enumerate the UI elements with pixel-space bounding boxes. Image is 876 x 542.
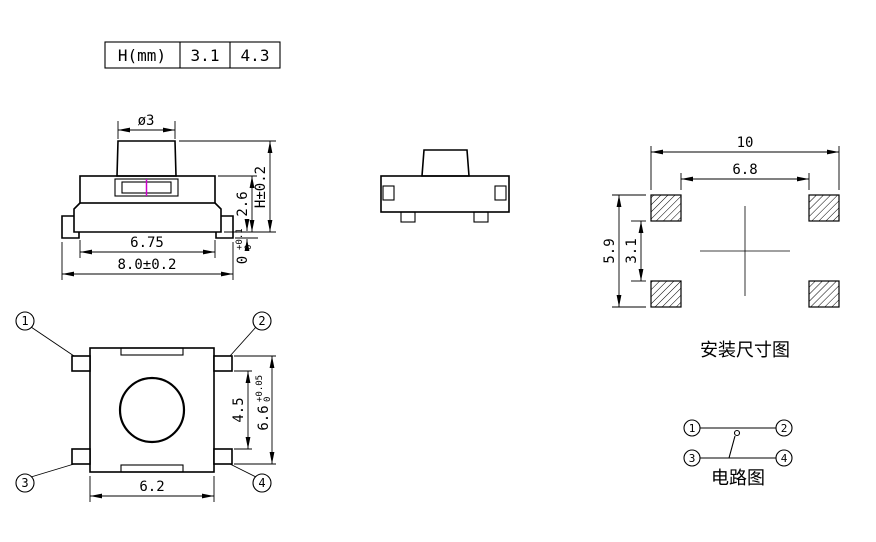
- dim-label-group: 0 +0.1 0: [235, 228, 254, 264]
- front-button: [116, 140, 177, 177]
- dim-label: 6.75: [130, 235, 164, 251]
- solder-pad: [650, 194, 682, 222]
- top-pin: [71, 355, 91, 372]
- leader-line: [30, 326, 75, 357]
- dim-label: 6.6: [256, 405, 272, 430]
- callout-circle: [252, 473, 272, 493]
- switch-arm: [728, 435, 736, 459]
- top-tab-lower: [120, 464, 184, 473]
- dim-tolerance-upper: +0.1: [235, 228, 245, 250]
- pin-number: 4: [258, 476, 265, 490]
- side-foot-right: [473, 211, 489, 223]
- dim-body-width: 6.75: [79, 235, 216, 258]
- callout-circle: [15, 473, 35, 493]
- pin-number: 1: [21, 314, 28, 328]
- solder-pad: [650, 280, 682, 308]
- table-header-cell: H(mm): [118, 46, 166, 65]
- top-pin: [71, 448, 91, 465]
- pin-4-callout: 4: [252, 473, 272, 493]
- front-terminal-left: [61, 215, 80, 239]
- table-value-cell: 4.3: [241, 46, 270, 65]
- pin-2-callout: 2: [252, 311, 272, 331]
- solder-pad: [808, 280, 840, 308]
- dim-label: 6.8: [732, 162, 757, 178]
- dim-label: 0: [235, 256, 251, 264]
- dim-body-width-bottom: 6.2: [89, 476, 215, 502]
- side-view: [380, 149, 510, 223]
- dim-total-height: H±0.2: [179, 140, 276, 232]
- front-body: [79, 175, 216, 204]
- pin-number: 3: [689, 452, 696, 465]
- table-value-cell: 3.1: [191, 46, 220, 65]
- dim-pin-pitch: 4.5: [231, 370, 252, 450]
- pin-number: 1: [689, 422, 696, 435]
- side-clip-left: [382, 185, 395, 201]
- dim-button-diameter: ø3: [117, 113, 176, 139]
- pin-3-callout: 3: [15, 473, 35, 493]
- table-border: [104, 41, 281, 69]
- side-body: [380, 175, 510, 213]
- dim-pad-height-inner: 3.1: [624, 220, 646, 282]
- top-view: 1 2 3 4 4.5 6.6 +0.05: [15, 311, 276, 502]
- height-table: H(mm) 3.1 4.3: [104, 41, 281, 69]
- dim-tolerance-lower: 0: [244, 245, 254, 250]
- mounting-view: 10 6.8 5.9 3.1 安装尺寸图: [602, 135, 840, 361]
- circuit-pin-3: 3: [683, 449, 701, 467]
- callout-circle: [775, 419, 793, 437]
- circuit-diagram: 1 2 3 4 电路图: [683, 419, 793, 489]
- dim-label: 3.1: [624, 238, 640, 263]
- leader-line: [30, 463, 75, 478]
- callout-circle: [683, 449, 701, 467]
- pin-1-callout: 1: [15, 311, 35, 331]
- callout-circle: [15, 311, 35, 331]
- dim-label: 5.9: [602, 238, 618, 263]
- leader-line: [229, 326, 257, 357]
- dim-total-width: 8.0±0.2: [61, 242, 234, 280]
- mounting-view-caption: 安装尺寸图: [700, 340, 790, 361]
- dim-label-group: 6.6 +0.05 0: [255, 375, 273, 431]
- dim-label: H±0.2: [253, 166, 269, 208]
- side-foot-left: [400, 211, 416, 223]
- solder-pad: [808, 194, 840, 222]
- callout-circle: [683, 419, 701, 437]
- side-button: [421, 149, 470, 177]
- top-pin: [213, 448, 233, 465]
- top-tab-upper: [120, 347, 184, 356]
- dim-label: 8.0±0.2: [117, 257, 176, 273]
- top-body: [89, 347, 215, 473]
- circuit-pin-4: 4: [775, 449, 793, 467]
- pin-number: 2: [781, 422, 788, 435]
- top-button-circle: [118, 376, 186, 444]
- top-pin: [213, 355, 233, 372]
- dim-pad-span-inner: 6.8: [680, 162, 810, 190]
- dim-label: 4.5: [231, 397, 247, 422]
- switch-contact: [733, 429, 741, 437]
- dim-label: 10: [737, 135, 754, 151]
- dim-label: 2.6: [235, 191, 251, 216]
- dim-pad-height-outer: 5.9: [602, 194, 646, 308]
- pin-number: 3: [21, 476, 28, 490]
- front-terminal-right: [215, 215, 234, 239]
- pin-number: 4: [781, 452, 788, 465]
- dim-pad-span-outer: 10: [650, 135, 840, 190]
- dim-label: ø3: [138, 113, 155, 129]
- circuit-pin-1: 1: [683, 419, 701, 437]
- leader-line: [229, 463, 257, 478]
- dim-label: 6.2: [139, 479, 164, 495]
- callout-circle: [775, 449, 793, 467]
- front-base: [73, 202, 222, 233]
- dim-body-size: 6.6 +0.05 0: [234, 355, 276, 465]
- dim-tolerance-lower: 0: [263, 397, 273, 402]
- circuit-pin-2: 2: [775, 419, 793, 437]
- dim-standoff: 0 +0.1 0: [235, 219, 258, 264]
- side-clip-right: [494, 185, 507, 201]
- pin-number: 2: [258, 314, 265, 328]
- circuit-caption: 电路图: [711, 468, 765, 489]
- dim-tolerance-upper: +0.05: [255, 375, 265, 402]
- callout-circle: [252, 311, 272, 331]
- front-view: ø3 6.75 8.0±0.2 2.6 H±0.2: [61, 113, 276, 280]
- dim-body-height: 2.6: [218, 175, 276, 233]
